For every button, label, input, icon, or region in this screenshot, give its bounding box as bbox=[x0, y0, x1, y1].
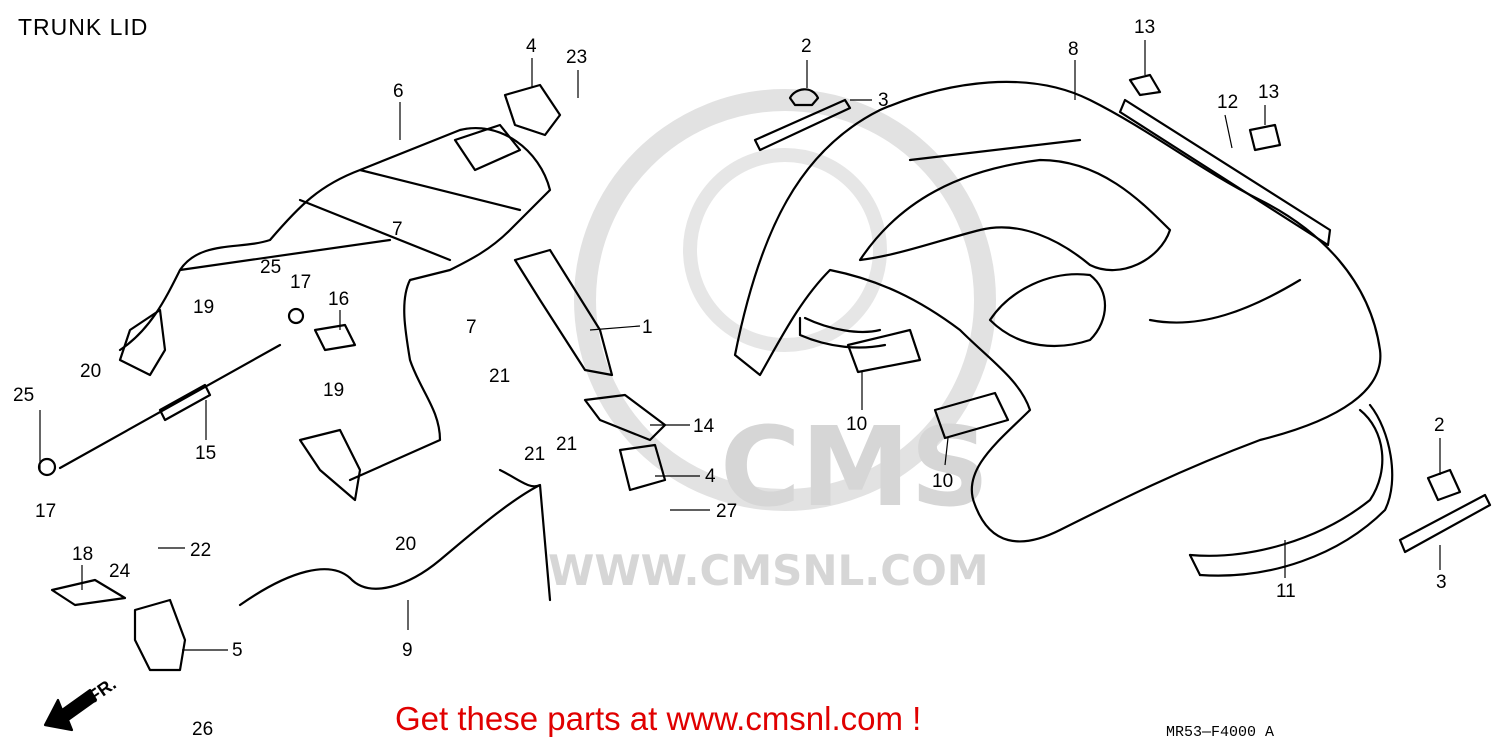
callout-20: 20 bbox=[395, 534, 416, 555]
callout-21: 21 bbox=[489, 366, 510, 387]
callout-10: 10 bbox=[846, 414, 867, 435]
callout-4: 4 bbox=[526, 36, 537, 57]
callout-25: 25 bbox=[260, 257, 281, 278]
callout-16: 16 bbox=[328, 289, 349, 310]
striker-4-top bbox=[503, 83, 562, 137]
hinge-bracket-1 bbox=[513, 248, 614, 377]
cap-13-a bbox=[1128, 73, 1162, 97]
label-pad-a bbox=[846, 328, 922, 374]
damper-rod bbox=[58, 343, 282, 470]
callout-10: 10 bbox=[932, 471, 953, 492]
callout-21: 21 bbox=[524, 444, 545, 465]
callout-19: 19 bbox=[323, 380, 344, 401]
callout-7: 7 bbox=[392, 219, 403, 240]
plate-18 bbox=[50, 578, 127, 607]
callout-6: 6 bbox=[393, 81, 404, 102]
callout-13: 13 bbox=[1258, 82, 1279, 103]
strip-3-top bbox=[753, 98, 852, 152]
weatherstrip-lower bbox=[1188, 403, 1394, 577]
cap-2-right bbox=[1426, 468, 1462, 502]
release-cable bbox=[238, 468, 552, 607]
callouts: 1 2 2 3 3 4 4 5 6 7 7 8 9 10 10 11 12 13… bbox=[13, 17, 1447, 740]
callout-9: 9 bbox=[402, 640, 413, 661]
callout-17: 17 bbox=[35, 501, 56, 522]
callout-18: 18 bbox=[72, 544, 93, 565]
watermark-url: WWW.CMSNL.COM bbox=[548, 546, 989, 595]
callout-23: 23 bbox=[566, 47, 587, 68]
label-pad-b bbox=[933, 391, 1010, 440]
callout-4: 4 bbox=[705, 466, 716, 487]
watermark: CMS WWW.CMSNL.COM bbox=[548, 89, 996, 595]
callout-15: 15 bbox=[195, 443, 216, 464]
watermark-brand: CMS bbox=[720, 403, 989, 531]
diagram-title: TRUNK LID bbox=[18, 14, 149, 40]
callout-24: 24 bbox=[109, 561, 131, 582]
trunk-lid-shell bbox=[733, 80, 1382, 543]
cta-link[interactable]: Get these parts at www.cmsnl.com ! bbox=[395, 700, 922, 737]
callout-8: 8 bbox=[1068, 39, 1079, 60]
callout-26: 26 bbox=[192, 719, 213, 740]
cap-13-b bbox=[1248, 123, 1282, 152]
callout-13: 13 bbox=[1134, 17, 1155, 38]
front-arrow bbox=[43, 688, 98, 732]
grommet-17-left bbox=[37, 457, 57, 477]
callout-3: 3 bbox=[1436, 572, 1447, 593]
callout-5: 5 bbox=[232, 640, 243, 661]
callout-17: 17 bbox=[290, 272, 311, 293]
callout-2: 2 bbox=[801, 36, 812, 57]
callout-22: 22 bbox=[190, 540, 211, 561]
diagram-code: MR53—F4000 A bbox=[1166, 724, 1275, 741]
callout-19: 19 bbox=[193, 297, 214, 318]
callout-7: 7 bbox=[466, 317, 477, 338]
callout-3: 3 bbox=[878, 90, 889, 111]
hinge-14 bbox=[583, 393, 667, 442]
callout-14: 14 bbox=[693, 416, 715, 437]
latch-5 bbox=[133, 598, 187, 672]
callout-20: 20 bbox=[80, 361, 101, 382]
callout-21: 21 bbox=[556, 434, 577, 455]
bracket-16 bbox=[313, 323, 357, 352]
lock-4-mid bbox=[618, 443, 667, 492]
grommet-17-mid bbox=[287, 307, 305, 325]
callout-25: 25 bbox=[13, 385, 34, 406]
callout-1: 1 bbox=[642, 317, 653, 338]
cap-2-top bbox=[788, 88, 820, 107]
callout-11: 11 bbox=[1276, 581, 1296, 602]
weatherstrip-12 bbox=[1118, 98, 1332, 247]
callout-27: 27 bbox=[716, 501, 737, 522]
callout-12: 12 bbox=[1217, 92, 1238, 113]
strip-3-right bbox=[1398, 493, 1492, 554]
callout-2: 2 bbox=[1434, 415, 1445, 436]
